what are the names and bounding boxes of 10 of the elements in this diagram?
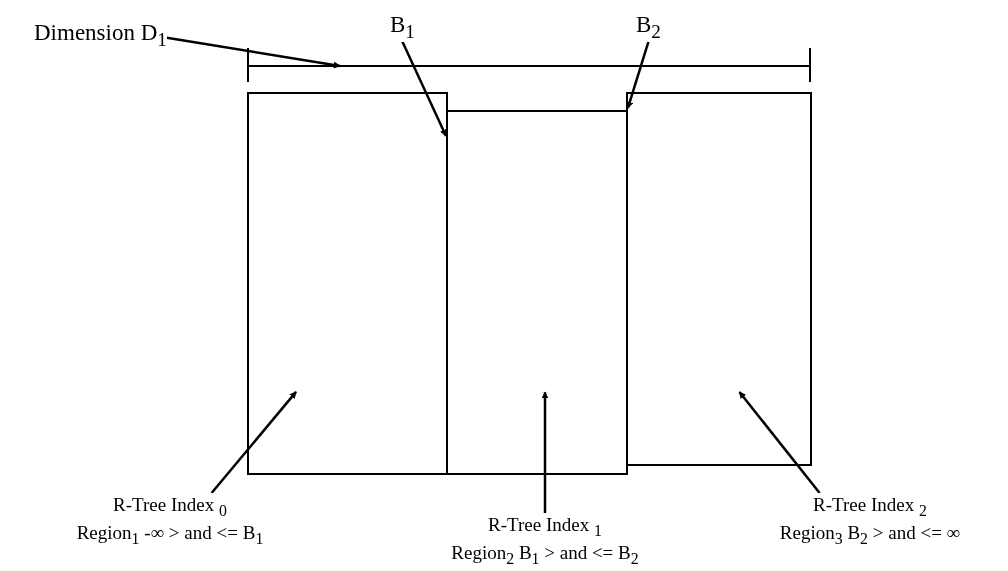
leader-arrow bbox=[738, 391, 821, 494]
leader-arrow bbox=[541, 391, 549, 513]
region-rectangle bbox=[446, 110, 628, 475]
region-rectangle bbox=[247, 92, 448, 475]
leader-arrow bbox=[401, 41, 448, 137]
leader-arrow bbox=[210, 391, 297, 494]
region-rectangle bbox=[626, 92, 812, 466]
leader-arrow bbox=[166, 36, 341, 69]
leader-arrow bbox=[626, 41, 650, 109]
dimension-line bbox=[247, 48, 811, 82]
